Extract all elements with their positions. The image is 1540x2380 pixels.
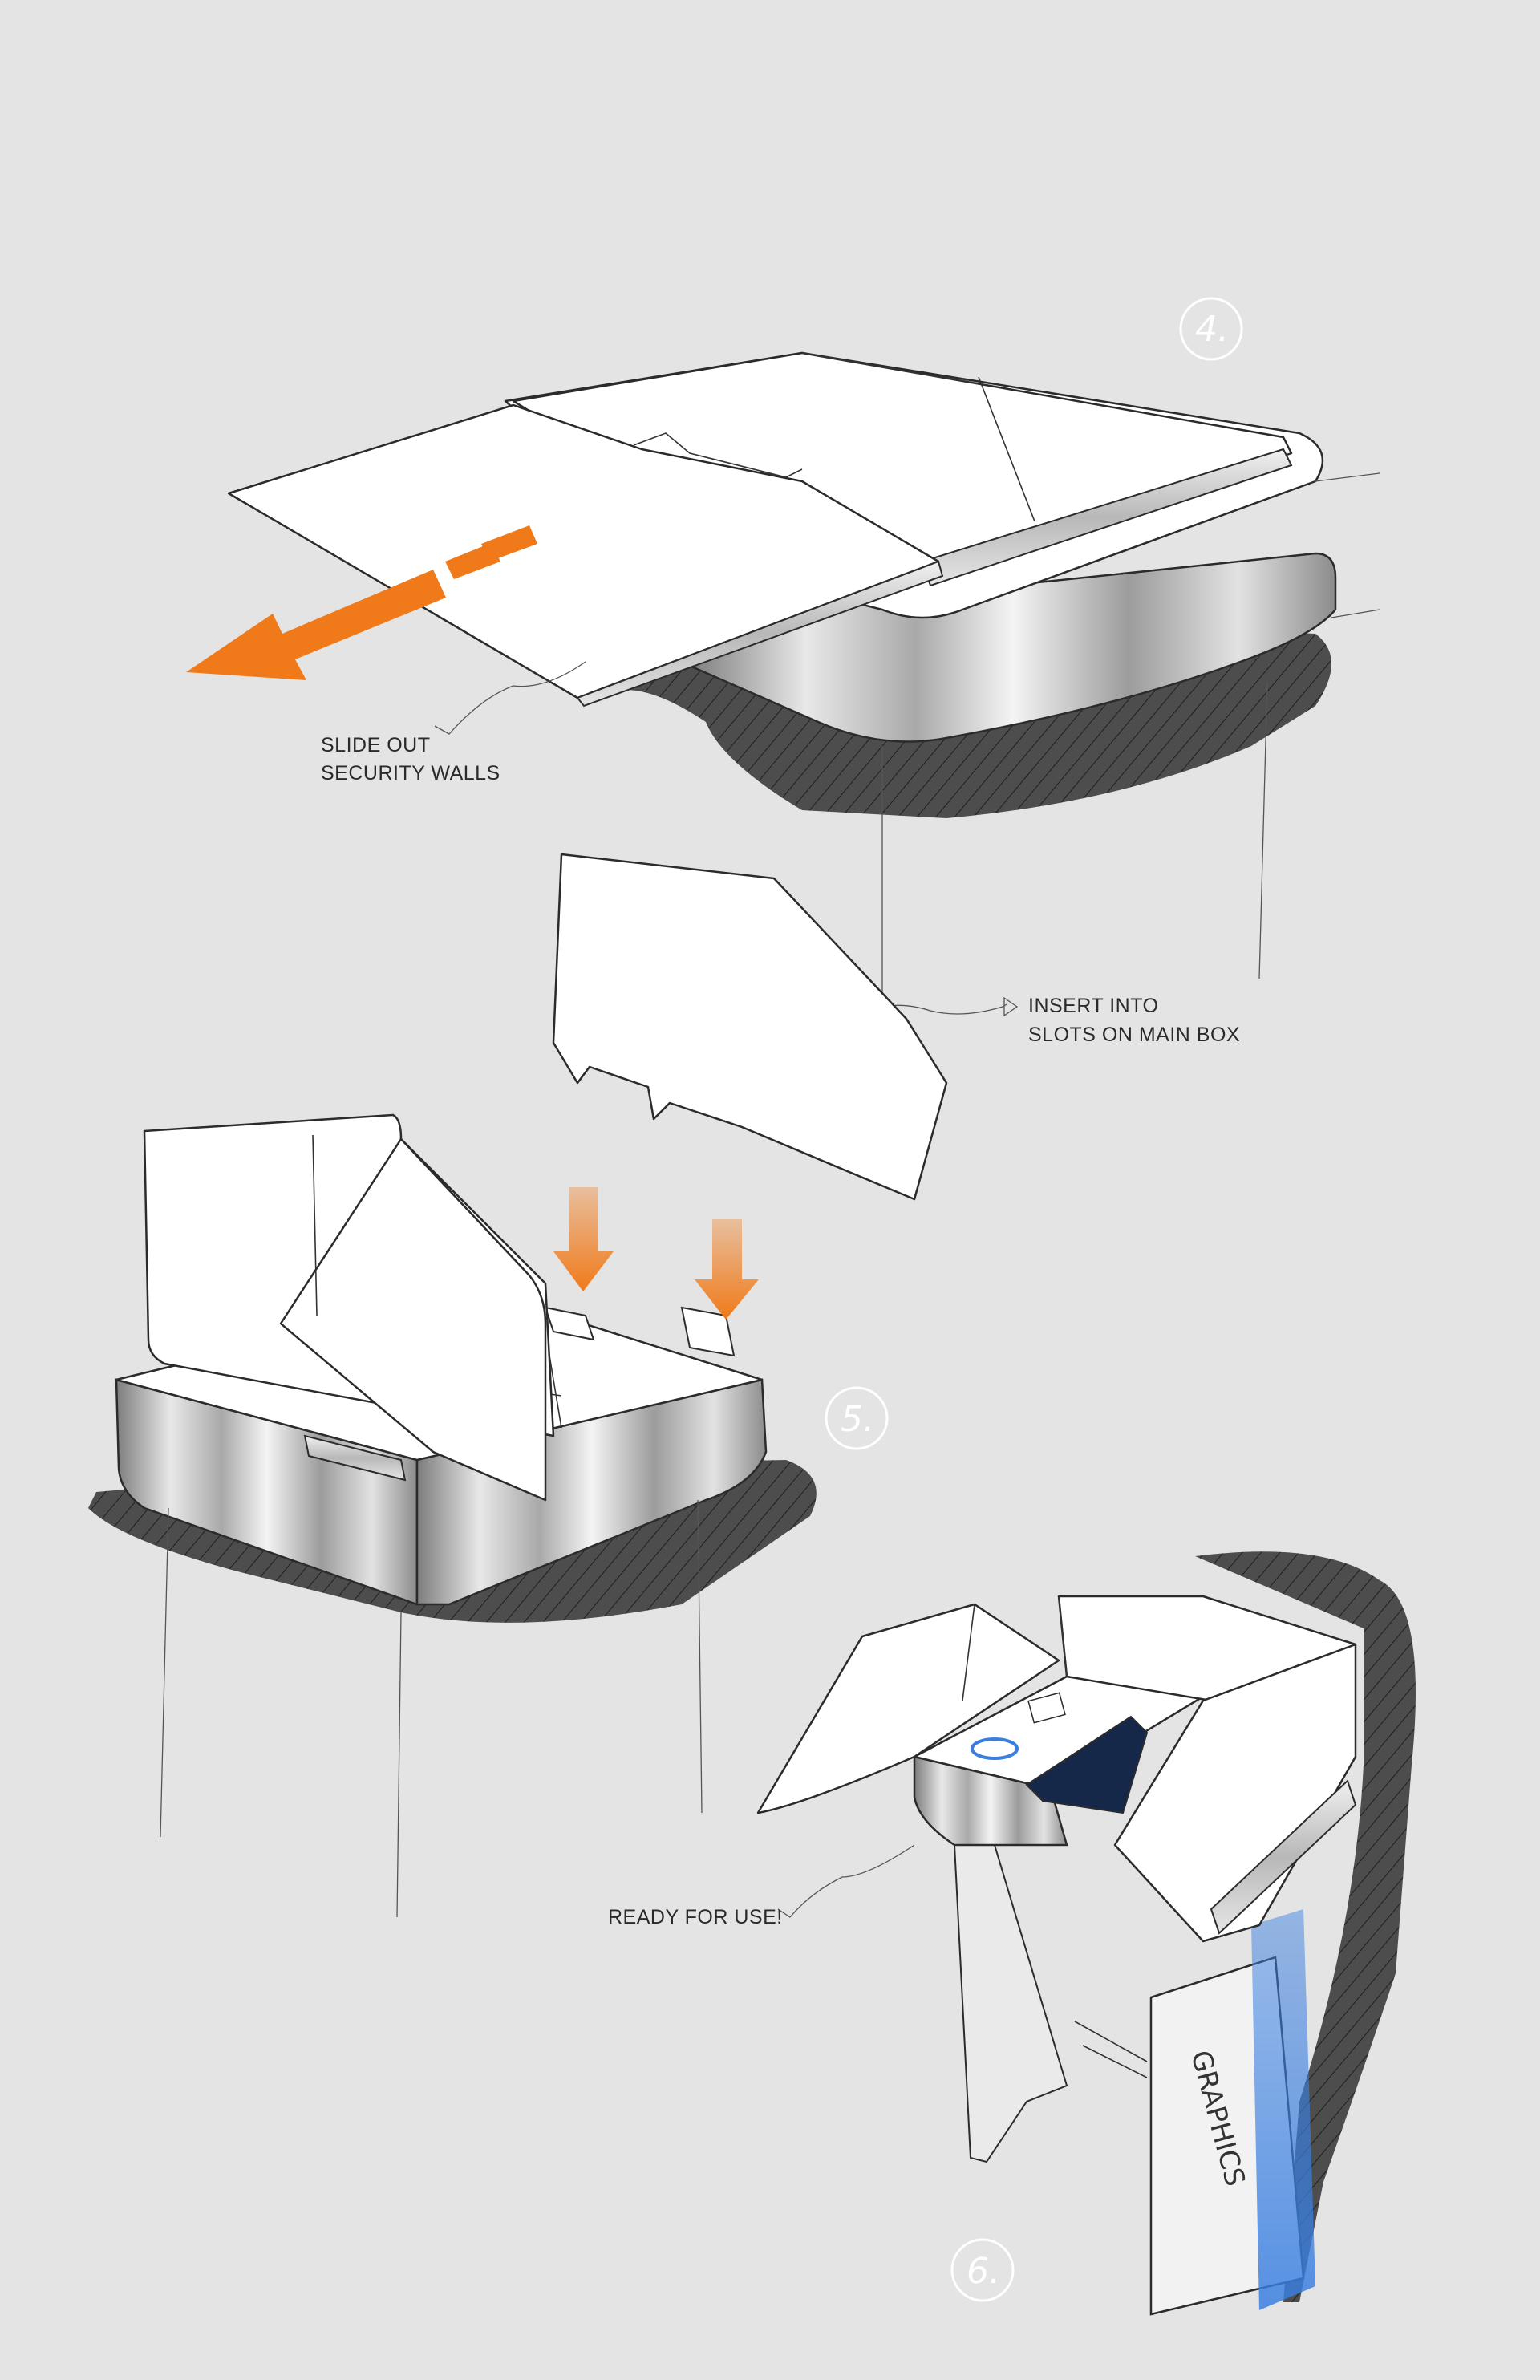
step6-box-body [913, 1755, 1068, 1847]
step6-wall-right [1113, 1643, 1357, 1943]
annotation-ready: READY FOR USE! [608, 1906, 783, 1928]
insert-arrow-2-icon [695, 1219, 759, 1320]
annotation-slide-out-line1: SLIDE OUT [321, 734, 430, 756]
step5-rail [303, 1434, 407, 1482]
step6-leg-left [953, 1844, 1068, 2163]
step4-extension-right [1258, 472, 1380, 979]
step6-blue-accessory [971, 1737, 1019, 1760]
step6-leg-brace [1074, 2021, 1148, 2078]
step5-number: 5. [841, 1399, 874, 1440]
step4-leader-slide [434, 661, 586, 735]
step5-slot-1 [544, 1306, 595, 1341]
slide-out-dash-2 [481, 525, 537, 562]
step4-slide-panel-edge [576, 560, 944, 708]
step5-slot-2 [680, 1306, 736, 1357]
annotation-insert: INSERT INTO SLOTS ON MAIN BOX [1003, 995, 1240, 1046]
step5-circle [825, 1386, 889, 1450]
annotation-insert-line2: SLOTS ON MAIN BOX [1028, 1024, 1240, 1046]
step4-top-fold [801, 352, 1035, 522]
step5-wall-side [279, 1137, 547, 1502]
step4-number: 4. [1195, 309, 1229, 350]
step5-extension-lines [160, 1499, 703, 1918]
insert-arrow-1-icon [553, 1187, 614, 1291]
step6-wall-fold [962, 1595, 1068, 1701]
step6-illustration: GRAPHICS 6. [756, 1551, 1416, 2316]
step6-card [1027, 1692, 1066, 1724]
step5-base-front [415, 1378, 768, 1606]
step4-panel-notch [633, 432, 803, 478]
step5-base-body [115, 1378, 419, 1606]
step6-rail [1210, 1779, 1357, 1935]
slide-out-arrow-icon [186, 570, 446, 680]
step5-wall-fold [312, 1134, 318, 1316]
loose-wall-shape [552, 853, 948, 1201]
step5-illustration: 5. [88, 1113, 889, 1918]
annotation-ready-text: READY FOR USE! [608, 1906, 783, 1928]
step6-number: 6. [967, 2251, 1000, 2292]
step6-graphics-glow [1251, 1909, 1315, 2310]
annotation-insert-line1: INSERT INTO [1028, 995, 1158, 1017]
annotation-slide-out: SLIDE OUT SECURITY WALLS [321, 734, 500, 785]
loose-wall-panel [552, 853, 948, 1201]
annotation-slide-out-line2: SECURITY WALLS [321, 762, 500, 785]
annotation-insert-arrowhead [1003, 996, 1019, 1017]
step6-wall-left [756, 1603, 1060, 1814]
step6-circle [950, 2238, 1015, 2302]
step4-circle [1179, 297, 1243, 361]
step6-navy-panel [1025, 1715, 1149, 1814]
step4-illustration: 4. [186, 297, 1380, 1015]
step6-leader-ready [777, 1844, 915, 1918]
